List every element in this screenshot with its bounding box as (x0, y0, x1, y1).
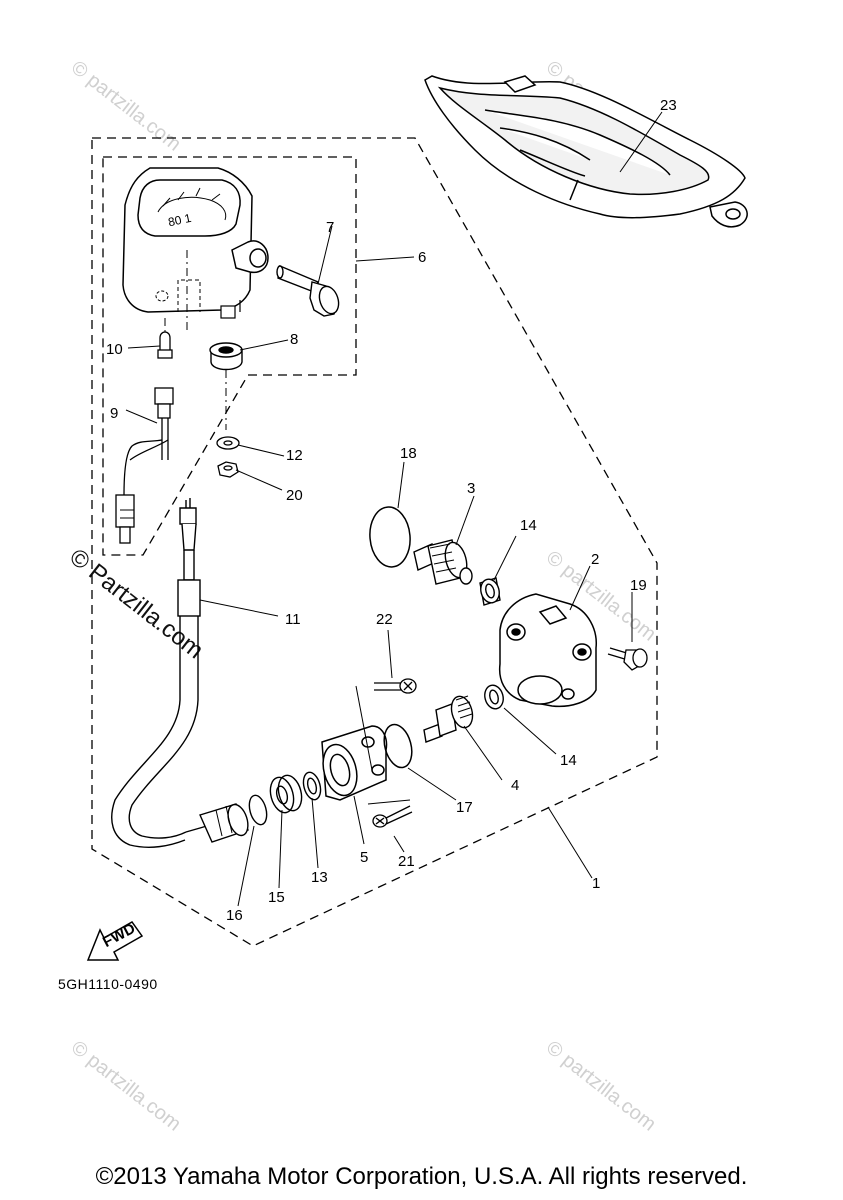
callout-12: 12 (286, 447, 303, 464)
socket-cord-part (115, 387, 174, 544)
watermark-top-left: © partzilla.com (67, 57, 185, 156)
watermark-bottom-right: © partzilla.com (542, 1037, 660, 1136)
callout-21: 21 (398, 853, 415, 870)
bushing-14a-part (479, 577, 501, 606)
callout-16: 16 (226, 907, 243, 924)
callout-14-upper: 14 (520, 517, 537, 534)
callout-6: 6 (418, 249, 426, 266)
o-ring-16-part (248, 794, 268, 826)
callouts: 1 2 3 4 5 6 7 8 9 10 11 12 13 14 14 15 1… (106, 97, 677, 924)
bulb-part (157, 318, 173, 359)
cable-end-part (199, 803, 249, 843)
callout-13: 13 (311, 869, 328, 886)
bushing-14b-part (484, 684, 504, 710)
cover-part (424, 75, 748, 228)
callout-17: 17 (456, 799, 473, 816)
copyright-notice: ©2013 Yamaha Motor Corporation, U.S.A. A… (95, 1163, 748, 1190)
callout-2: 2 (591, 551, 599, 568)
assembly-6-outline (102, 156, 357, 556)
bolt-19-part (607, 647, 648, 671)
callout-22: 22 (376, 611, 393, 628)
watermark-bottom-left: © partzilla.com (67, 1037, 185, 1136)
callout-18: 18 (400, 445, 417, 462)
o-ring-18-part (369, 506, 411, 568)
cable-part (111, 498, 221, 848)
speedometer-part: 80 1 (122, 167, 269, 330)
grommet-part (209, 342, 243, 430)
o-ring-17-part (383, 723, 413, 769)
callout-5: 5 (360, 849, 368, 866)
washer-part (216, 436, 240, 450)
gear-3-part (413, 539, 473, 585)
callout-7: 7 (326, 219, 334, 236)
screw-21-part (372, 805, 413, 828)
knob-part (276, 265, 340, 317)
callout-20: 20 (286, 487, 303, 504)
gear-4-part (423, 695, 474, 743)
callout-15: 15 (268, 889, 285, 906)
screw-22-part (374, 678, 417, 694)
washer-13-part (302, 771, 322, 801)
callout-19: 19 (630, 577, 647, 594)
callout-23: 23 (660, 97, 677, 114)
callout-4: 4 (511, 777, 519, 794)
callout-3: 3 (467, 480, 475, 497)
svg-text:80 1: 80 1 (167, 211, 193, 230)
callout-9: 9 (110, 405, 118, 422)
callout-10: 10 (106, 341, 123, 358)
assembly-outlines (91, 137, 658, 947)
assembly-1-outline (91, 137, 658, 947)
diagram-part-code: 5GH1110-0490 (58, 976, 158, 992)
callout-1: 1 (592, 875, 600, 892)
oil-seal-part (269, 774, 303, 814)
gear-housing-part (498, 593, 597, 708)
callout-11: 11 (285, 611, 301, 628)
housing-part (321, 725, 388, 801)
callout-8: 8 (290, 331, 298, 348)
fwd-arrow-icon: FWD (86, 920, 144, 961)
nut-part (217, 461, 239, 478)
leader-lines (125, 111, 663, 907)
callout-14-lower: 14 (560, 752, 577, 769)
